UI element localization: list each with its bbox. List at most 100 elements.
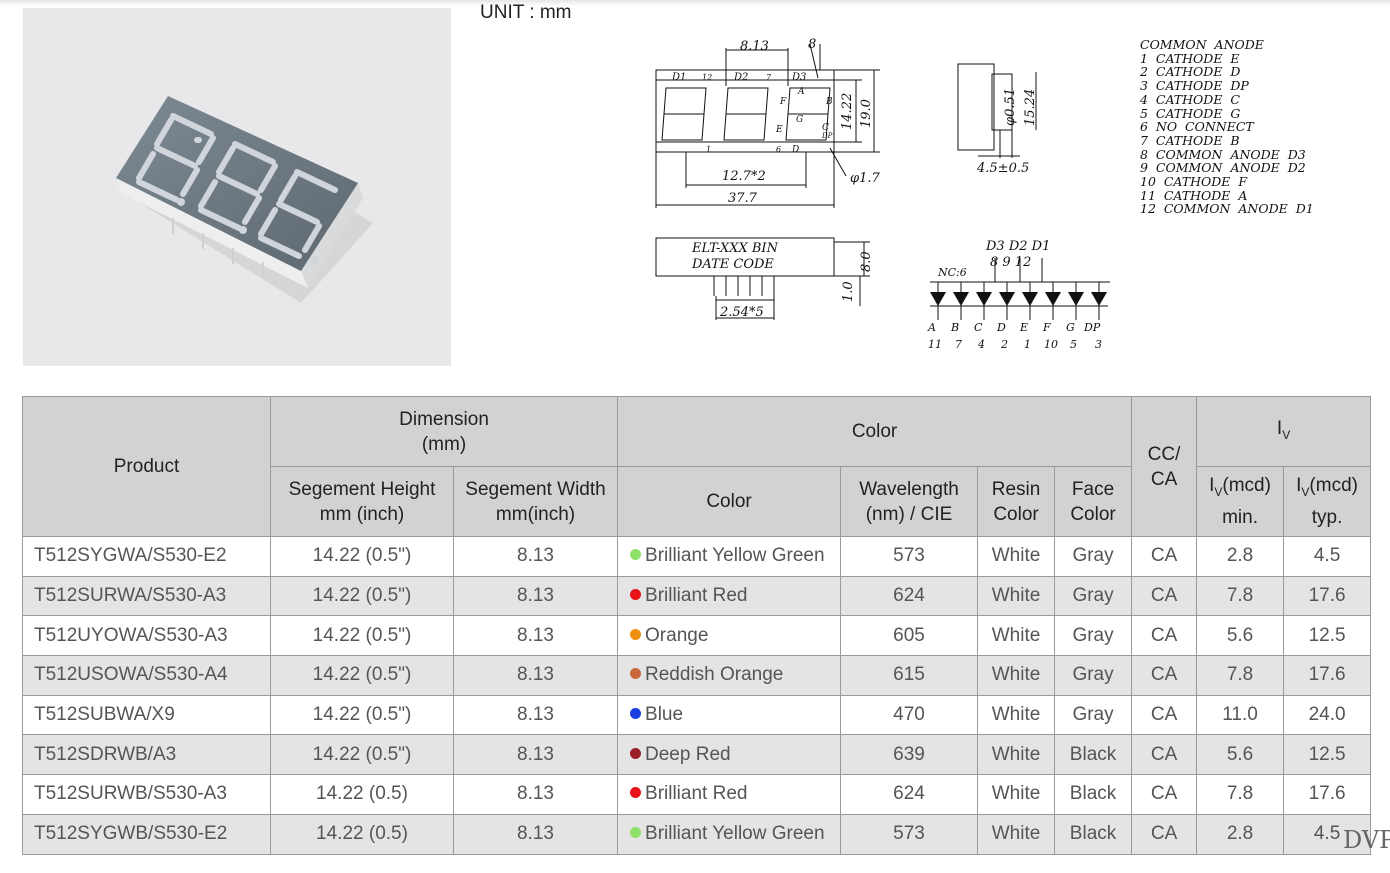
color-name: Brilliant Yellow Green	[645, 823, 825, 845]
dim-slant: 8	[808, 37, 816, 52]
dim-overall-height: 19.0	[859, 99, 874, 128]
face-color-cell: Black	[1054, 774, 1133, 815]
color-cell: Reddish Orange	[617, 655, 842, 696]
seg-label-e: E	[775, 125, 783, 135]
header-color-group: Color	[617, 396, 1133, 467]
segment-width-cell: 8.13	[452, 734, 619, 776]
segment-width-cell: 8.13	[452, 615, 619, 657]
circuit-seg-g: G	[1066, 321, 1075, 334]
circuit-pin-4: 4	[977, 338, 985, 351]
color-dot-icon	[630, 549, 642, 561]
wavelength-cell: 605	[840, 615, 979, 657]
iv-min-cell: 5.6	[1196, 615, 1285, 657]
header-wavelength: Wavelength (nm) / CIE	[840, 466, 979, 537]
segment-width-cell: 8.13	[452, 774, 619, 815]
digit-label-d1: D1	[671, 72, 686, 83]
color-name: Blue	[645, 704, 684, 726]
product-photo	[23, 8, 451, 366]
header-resin-color: Resin Color	[977, 466, 1056, 537]
color-name: Reddish Orange	[645, 664, 784, 686]
circuit-seg-b: B	[950, 321, 959, 334]
seg-label-d: D	[791, 145, 799, 155]
iv-min-cell: 11.0	[1196, 694, 1285, 736]
spec-table: Product Dimension (mm) Color CC/ CA IV S…	[22, 396, 1372, 855]
header-iv: IV	[1196, 396, 1372, 467]
color-name: Brilliant Red	[645, 783, 748, 805]
face-color-cell: Gray	[1054, 536, 1133, 577]
resin-color-cell: White	[977, 575, 1056, 617]
color-cell: Deep Red	[617, 734, 842, 776]
face-color-cell: Black	[1054, 734, 1133, 776]
product-cell: T512SYGWA/S530-E2	[22, 536, 271, 577]
cc-ca-cell: CA	[1131, 813, 1198, 855]
iv-typ-cell: 17.6	[1283, 774, 1372, 815]
iv-typ-cell: 24.0	[1283, 694, 1372, 736]
circuit-commons: D3 D2 D1	[985, 239, 1050, 254]
header-dimension: Dimension (mm)	[269, 396, 619, 467]
digit-label-d3: D3	[791, 72, 806, 83]
label-line1: ELT-XXX BIN	[691, 241, 779, 256]
pinout-line: 4 CATHODE C	[1140, 91, 1240, 107]
color-cell: Brilliant Red	[617, 575, 842, 617]
pin-mark-1: 1	[706, 145, 711, 154]
circuit-pin-1: 1	[1024, 338, 1031, 351]
dim-body-height: 8.0	[859, 251, 874, 272]
iv-typ-cell: 4.5	[1283, 536, 1372, 577]
iv-typ-cell: 17.6	[1283, 575, 1372, 617]
pinout-line: 3 CATHODE DP	[1140, 78, 1249, 94]
wavelength-cell: 639	[840, 734, 979, 776]
pinout-line: 1 CATHODE E	[1140, 50, 1240, 66]
segment-height-cell: 14.22 (0.5)	[270, 813, 454, 855]
cc-ca-cell: CA	[1131, 734, 1198, 776]
digit-label-d2: D2	[733, 72, 748, 83]
header-face-color: Face Color	[1054, 466, 1133, 537]
product-cell: T512SYGWB/S530-E2	[22, 813, 271, 855]
header-color: Color	[617, 466, 842, 537]
dimension-drawing: 8.13 8 D1 D2 D3 12 1 6 7 F A B E G C D D…	[640, 30, 1140, 365]
product-cell: T512UYOWA/S530-A3	[22, 615, 271, 657]
color-cell: Brilliant Yellow Green	[617, 813, 842, 855]
resin-color-cell: White	[977, 655, 1056, 696]
face-color-cell: Gray	[1054, 575, 1133, 617]
product-cell: T512USOWA/S530-A4	[22, 655, 271, 696]
color-cell: Blue	[617, 694, 842, 736]
dim-pin-span: 12.7*2	[722, 169, 766, 184]
color-cell: Brilliant Red	[617, 774, 842, 815]
resin-color-cell: White	[977, 536, 1056, 577]
color-name: Brilliant Red	[645, 585, 748, 607]
pinout-list: COMMON ANODE 1 CATHODE E 2 CATHODE D 3 C…	[1140, 38, 1314, 216]
header-product: Product	[22, 396, 271, 537]
segment-height-cell: 14.22 (0.5")	[270, 536, 454, 577]
circuit-seg-d: D	[996, 321, 1006, 334]
resin-color-cell: White	[977, 694, 1056, 736]
cc-ca-cell: CA	[1131, 655, 1198, 696]
circuit-pin-10: 10	[1044, 338, 1058, 351]
pinout-line: 10 CATHODE F	[1140, 174, 1248, 190]
face-color-cell: Gray	[1054, 655, 1133, 696]
circuit-pin-11: 11	[928, 338, 942, 351]
color-cell: Orange	[617, 615, 842, 657]
color-name: Deep Red	[645, 743, 731, 765]
segment-width-cell: 8.13	[452, 813, 619, 855]
pin-mark-6: 6	[776, 145, 781, 154]
top-divider	[0, 0, 1390, 6]
header-cc-ca: CC/ CA	[1131, 396, 1198, 537]
color-dot-icon	[630, 628, 642, 640]
face-color-cell: Gray	[1054, 615, 1133, 657]
circuit-seg-c: C	[974, 321, 983, 334]
dim-depth: 4.5±0.5	[976, 161, 1029, 176]
cc-ca-cell: CA	[1131, 694, 1198, 736]
product-cell: T512SUBWA/X9	[22, 694, 271, 736]
pin-mark-12: 12	[702, 73, 712, 82]
dim-digit-pitch: 8.13	[740, 39, 769, 54]
circuit-pin-7: 7	[955, 338, 962, 351]
segment-height-cell: 14.22 (0.5")	[270, 615, 454, 657]
circuit-pin-3: 3	[1095, 338, 1102, 351]
pinout-line: 6 NO CONNECT	[1140, 119, 1254, 135]
header-iv-typ: IV(mcd) typ.	[1283, 466, 1372, 537]
